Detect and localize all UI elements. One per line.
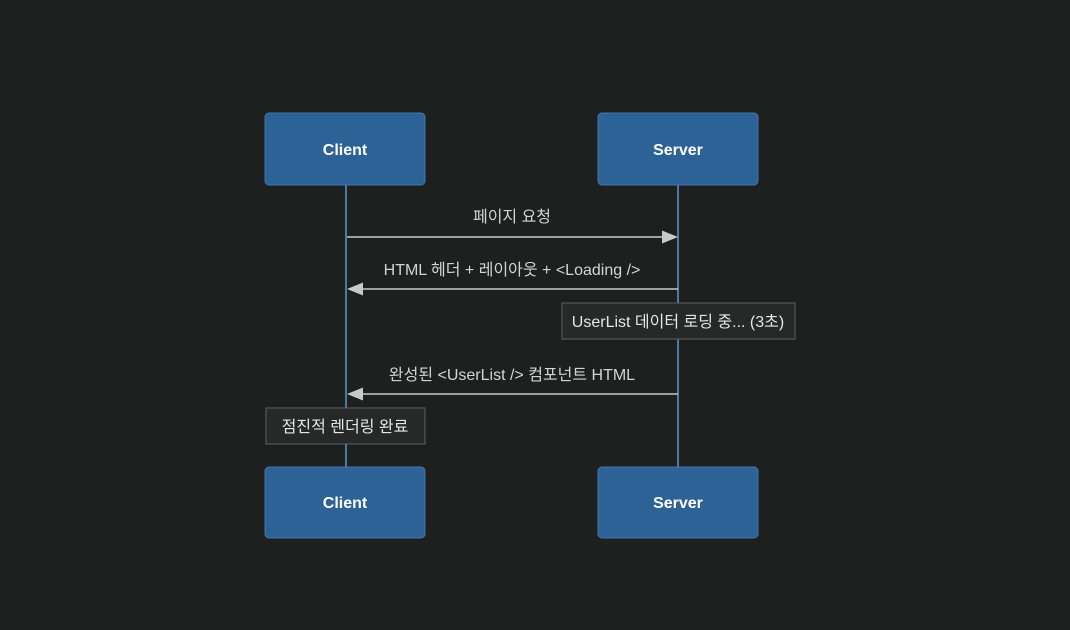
note-server-loading: UserList 데이터 로딩 중... (3초) (561, 302, 796, 340)
client-actor-bottom: Client (264, 466, 426, 539)
server-actor-label: Server (653, 495, 703, 512)
message-html-shell: HTML 헤더 + 레이아웃 + <Loading /> (347, 261, 678, 296)
message-label: 완성된 <UserList /> 컴포넌트 HTML (389, 366, 635, 384)
arrowhead-left-icon (347, 282, 363, 296)
message-page-request: 페이지 요청 (347, 208, 678, 244)
message-label: 페이지 요청 (473, 208, 551, 226)
client-actor-label: Client (323, 142, 368, 159)
note-box (561, 302, 796, 340)
note-client-render-complete: 점진적 렌더링 완료 (265, 407, 426, 445)
server-actor-box (597, 112, 759, 186)
message-label: HTML 헤더 + 레이아웃 + <Loading /> (384, 261, 641, 279)
client-actor-box (264, 466, 426, 539)
arrowhead-right-icon (662, 230, 678, 244)
note-box (265, 407, 426, 445)
message-userlist-html: 완성된 <UserList /> 컴포넌트 HTML (347, 366, 678, 401)
client-actor-box (264, 112, 426, 186)
note-label: 점진적 렌더링 완료 (282, 418, 409, 436)
arrowhead-left-icon (347, 387, 363, 401)
server-actor-bottom: Server (597, 466, 759, 539)
note-label: UserList 데이터 로딩 중... (3초) (572, 313, 784, 331)
client-actor-top: Client (264, 112, 426, 186)
server-actor-label: Server (653, 142, 703, 159)
client-actor-label: Client (323, 495, 368, 512)
server-actor-top: Server (597, 112, 759, 186)
server-actor-box (597, 466, 759, 539)
